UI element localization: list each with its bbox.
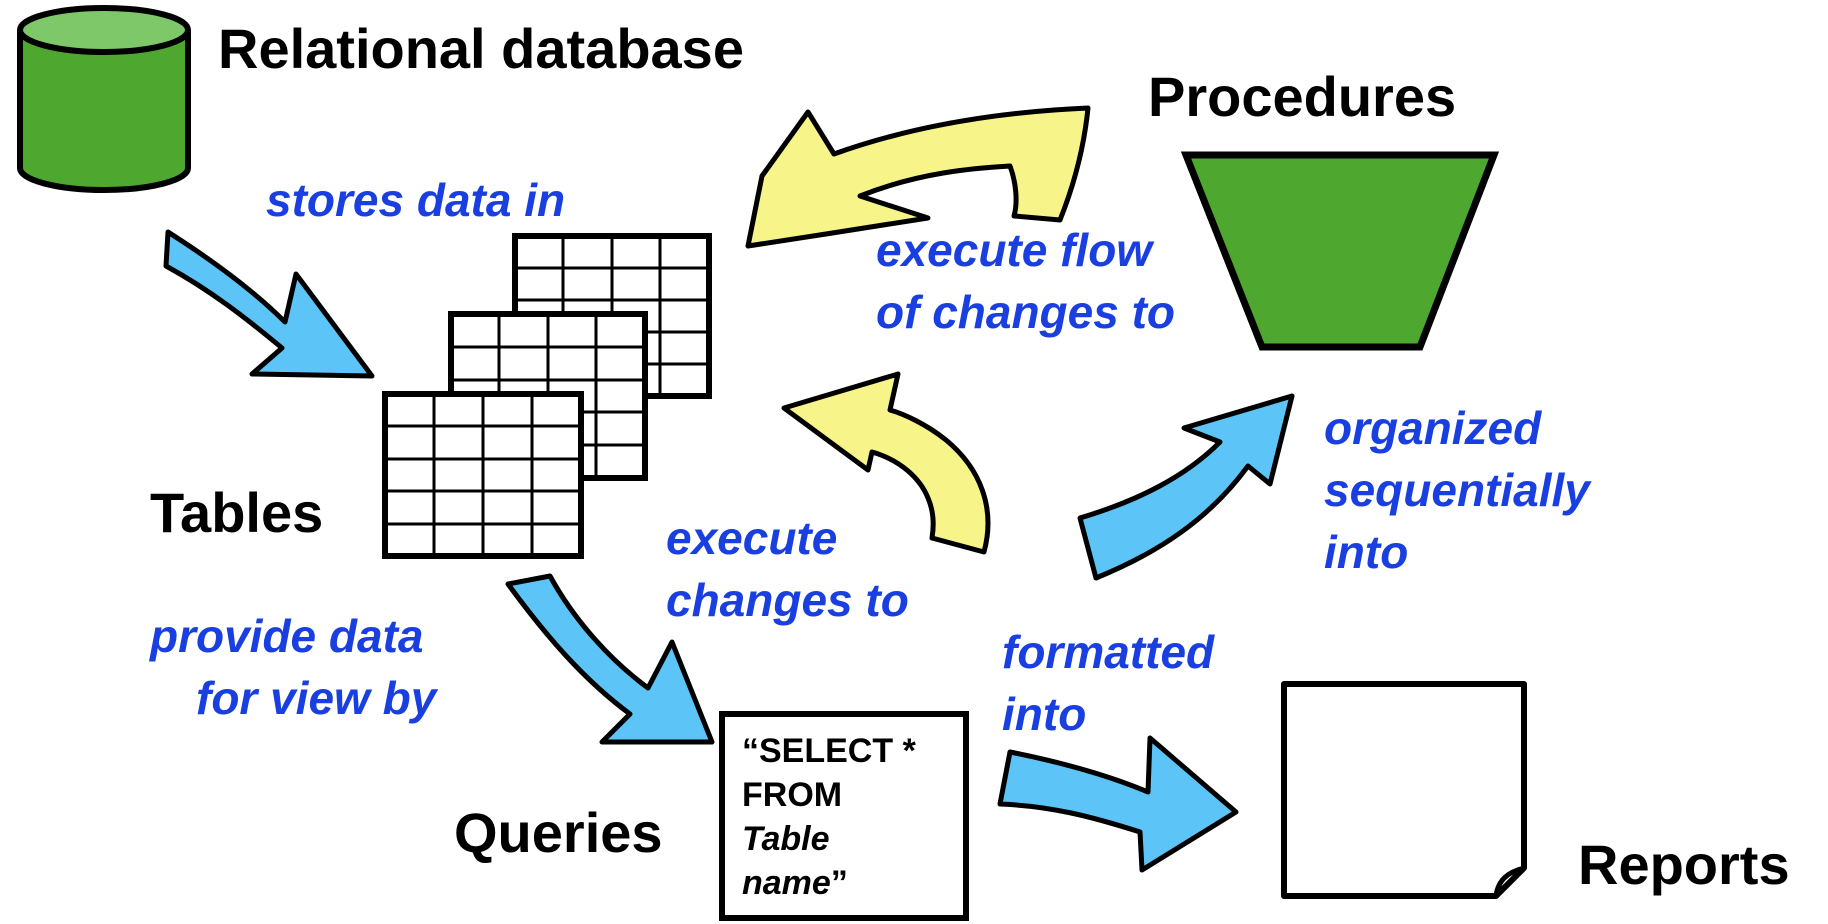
query-line-2: FROM xyxy=(742,776,842,814)
label-formatted-line2: into xyxy=(1002,688,1086,740)
table-sheet-front-icon xyxy=(382,391,584,559)
label-organized-line2: sequentially xyxy=(1324,464,1592,516)
database-cylinder-icon xyxy=(17,5,191,193)
query-line-4-name: name xyxy=(742,864,831,902)
query-box xyxy=(719,711,969,921)
query-line-3: Table xyxy=(742,820,830,858)
arrow-stores-icon xyxy=(163,229,375,379)
query-line-4: name” xyxy=(742,864,848,902)
procedures-label: Procedures xyxy=(1148,65,1456,128)
label-organized-line1: organized xyxy=(1324,402,1542,454)
tables-label: Tables xyxy=(150,481,323,544)
query-line-1: “SELECT * xyxy=(742,732,917,770)
reports-label: Reports xyxy=(1578,833,1790,896)
label-execute-flow-line2: of changes to xyxy=(876,286,1175,338)
query-line-4-quote: ” xyxy=(831,864,848,902)
arrow-execute-changes-icon xyxy=(781,371,991,555)
queries-label: Queries xyxy=(454,801,663,864)
arrow-organized-icon xyxy=(1077,393,1295,581)
label-provide-line1: provide data xyxy=(148,610,424,662)
label-execute-flow-line1: execute flow xyxy=(876,224,1155,276)
database-label: Relational database xyxy=(218,17,744,80)
arrow-execute-flow-icon xyxy=(745,105,1091,249)
label-stores: stores data in xyxy=(266,174,565,226)
arrow-formatted-icon xyxy=(997,735,1239,873)
label-formatted-line1: formatted xyxy=(1002,626,1215,678)
label-provide-line2: for view by xyxy=(196,672,439,724)
label-execute-changes-line2: changes to xyxy=(666,574,909,626)
arrow-provide-icon xyxy=(505,573,715,745)
report-page-icon xyxy=(1281,681,1527,899)
procedures-funnel-icon xyxy=(1180,151,1500,351)
tables-stack-icon xyxy=(382,233,712,559)
label-execute-changes-line1: execute xyxy=(666,512,837,564)
label-organized-line3: into xyxy=(1324,526,1408,578)
